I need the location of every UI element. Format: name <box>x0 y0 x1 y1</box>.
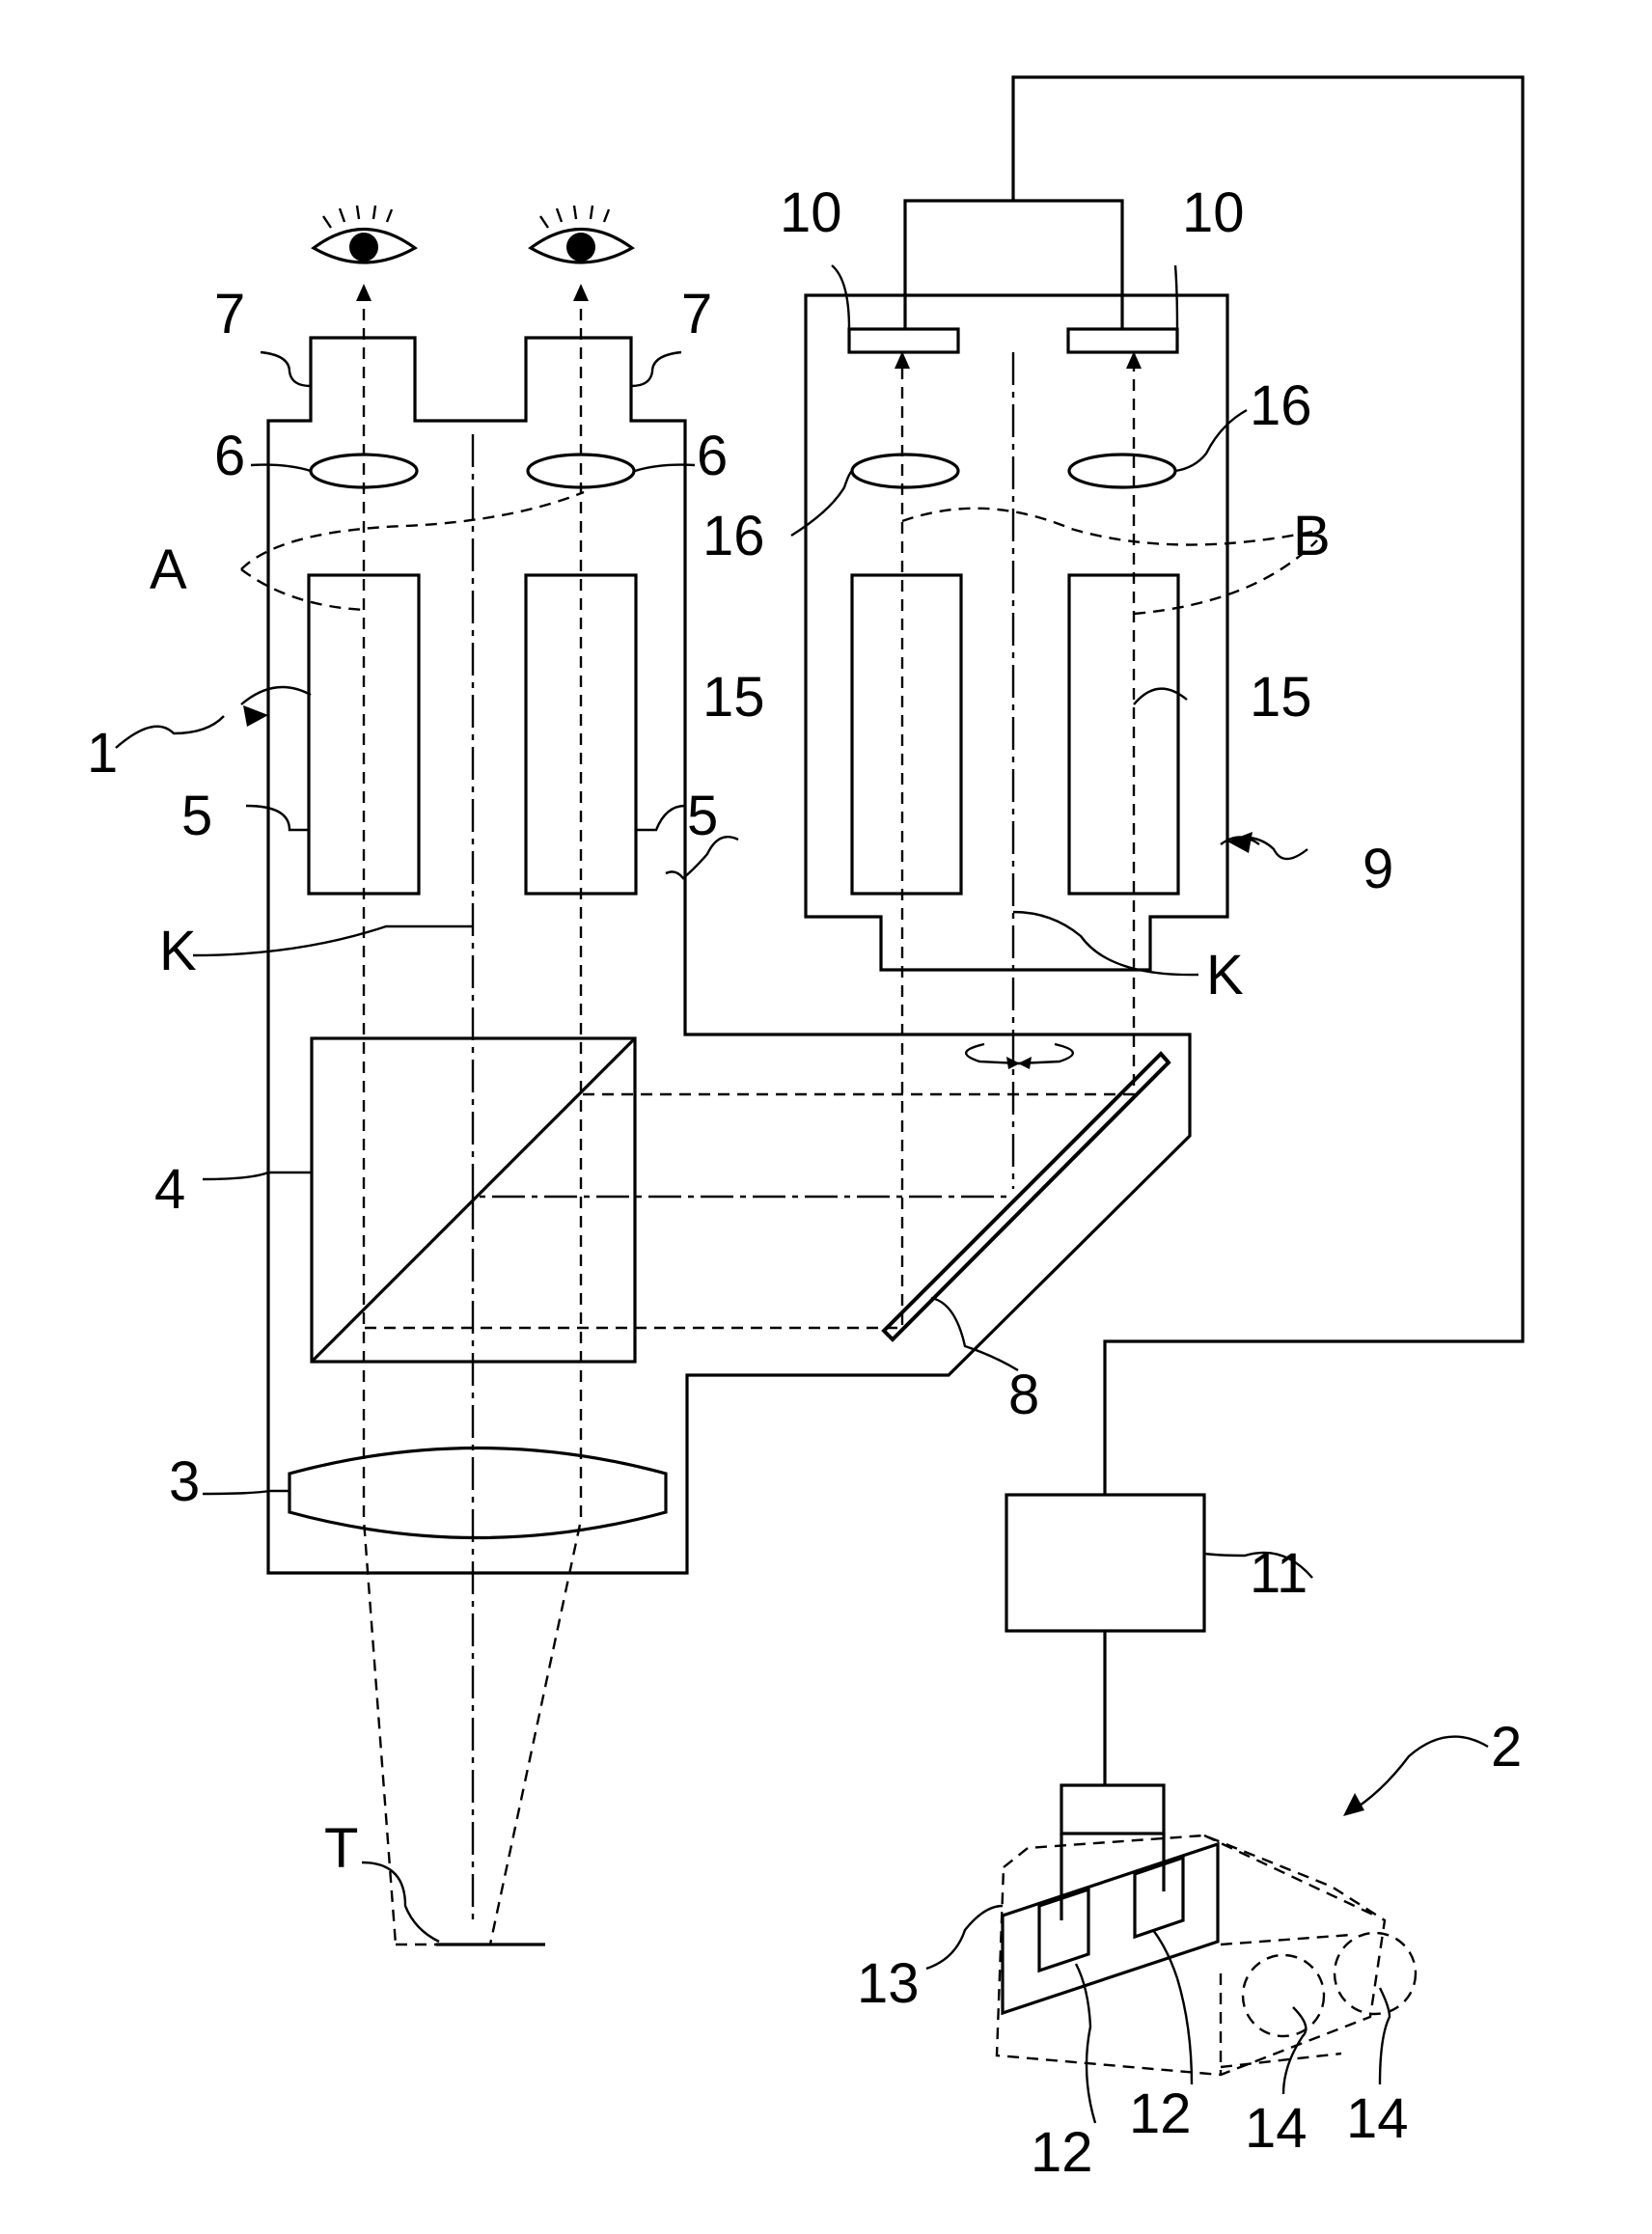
label-10-left: 10 <box>780 181 842 244</box>
imaging-lens-left <box>852 455 958 487</box>
label-7-left: 7 <box>214 283 245 345</box>
label-7-right: 7 <box>681 283 712 345</box>
label-16-right: 16 <box>1250 374 1312 437</box>
leader-lines <box>116 265 1488 2123</box>
label-T: T <box>324 1817 358 1880</box>
label-K-body: K <box>159 920 197 982</box>
eye-icon-left <box>314 206 415 262</box>
rotation-arrows <box>966 1044 1073 1069</box>
hmd-housing <box>997 1835 1385 2075</box>
label-4: 4 <box>154 1158 185 1221</box>
label-9: 9 <box>1363 838 1393 900</box>
controller-box <box>1006 1495 1204 1631</box>
label-5-right: 5 <box>687 785 718 847</box>
label-10-right: 10 <box>1182 181 1245 244</box>
hmd-connector <box>1061 1785 1164 1834</box>
label-B: B <box>1293 505 1331 567</box>
label-15-right: 15 <box>1250 666 1312 729</box>
optical-paths <box>241 290 1317 1944</box>
hmd-lens-right <box>1335 1933 1416 2014</box>
eye-icon-right <box>531 206 632 262</box>
label-13: 13 <box>857 1952 920 2015</box>
camera-lens-right <box>1069 575 1178 894</box>
label-K-camera: K <box>1206 944 1244 1007</box>
label-6-right: 6 <box>697 425 728 487</box>
label-1: 1 <box>87 722 118 785</box>
objective-lens <box>289 1448 666 1538</box>
label-14-left: 14 <box>1245 2097 1308 2160</box>
label-15-left: 15 <box>702 666 765 729</box>
camera-unit-outline <box>806 295 1227 970</box>
image-sensor-right <box>1068 329 1177 352</box>
label-14-right: 14 <box>1346 2087 1409 2150</box>
label-12-left: 12 <box>1031 2121 1093 2184</box>
label-A: A <box>150 538 187 601</box>
camera-lens-left <box>852 575 961 894</box>
sensor-wire <box>905 77 1523 1495</box>
image-sensor-left <box>849 329 958 352</box>
imaging-lens-right <box>1069 455 1175 487</box>
label-2: 2 <box>1491 1716 1522 1779</box>
label-11: 11 <box>1250 1542 1308 1605</box>
label-8: 8 <box>1008 1364 1039 1426</box>
hmd-lens-left <box>1243 1955 1324 2036</box>
display-frame <box>1003 1844 1218 2013</box>
label-12-right: 12 <box>1129 2082 1192 2145</box>
label-6-left: 6 <box>214 425 245 487</box>
label-3: 3 <box>169 1450 200 1513</box>
label-5-left: 5 <box>181 785 212 847</box>
optical-axis-body <box>473 434 1013 1920</box>
label-16-left: 16 <box>702 505 765 567</box>
